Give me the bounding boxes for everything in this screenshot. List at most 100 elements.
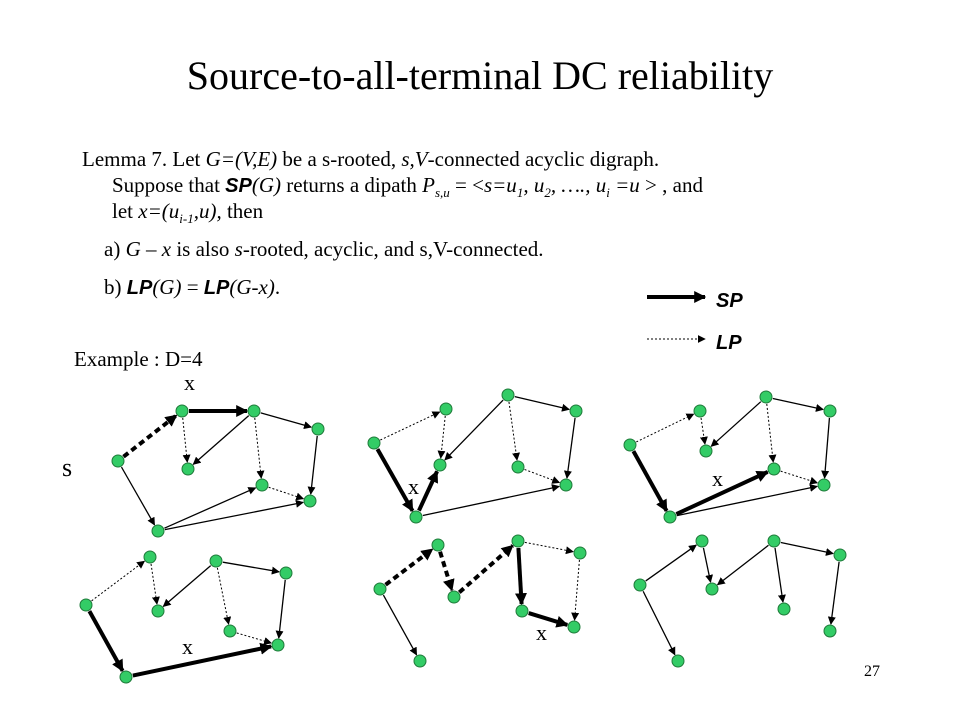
sp-function: SP — [225, 175, 252, 197]
lemma-sv: s,V — [401, 147, 428, 171]
graph-node — [671, 654, 685, 668]
graph-node — [501, 388, 515, 402]
graph-edge — [222, 561, 280, 575]
graph-edge — [260, 412, 313, 430]
graph-node — [633, 578, 647, 592]
graph-edge — [563, 417, 576, 479]
graph-edge — [766, 403, 777, 463]
graph-edge — [236, 632, 273, 645]
graph-edge — [162, 565, 212, 607]
graph-node — [151, 524, 165, 538]
graph-node — [759, 390, 773, 404]
graph-node — [279, 566, 293, 580]
item-b-prefix: b) — [104, 275, 127, 299]
example-label: Example : D=4 — [74, 347, 203, 371]
lemma-text: ,u), — [193, 199, 222, 223]
item-a-prefix: a) — [104, 237, 126, 261]
graph-node — [151, 604, 165, 618]
graph-node — [767, 462, 781, 476]
graph-edge — [422, 484, 560, 517]
graph-node — [559, 478, 573, 492]
item-b-text: . — [274, 275, 281, 299]
lemma-line-3: let x=(ui-1,u), then — [112, 198, 263, 232]
graph-node — [511, 534, 525, 548]
slide-title: Source-to-all-terminal DC reliability — [186, 53, 774, 98]
graph-edge — [524, 541, 574, 555]
graph-node — [119, 670, 133, 684]
graph-edge — [437, 415, 446, 459]
lemma-label: Lemma 7. Let — [82, 147, 206, 171]
graph-node — [823, 404, 837, 418]
graph-node — [79, 598, 93, 612]
graph-node — [705, 582, 719, 596]
page-number: 27 — [864, 663, 880, 680]
lemma-text: let — [112, 199, 139, 223]
graph-node — [181, 462, 195, 476]
graph-edge — [132, 642, 273, 678]
graph-edge — [710, 401, 762, 447]
graph-edge — [216, 567, 232, 625]
item-a-text: is also — [171, 237, 235, 261]
graph-node — [515, 604, 529, 618]
graph-edge — [438, 551, 455, 592]
graph-edge — [699, 417, 708, 445]
graph-edge — [182, 417, 191, 463]
graph-edge — [307, 435, 318, 495]
lemma-text: be a s-rooted, — [277, 147, 402, 171]
graph-node — [823, 624, 837, 638]
lemma-text: , …., u — [550, 173, 607, 197]
graph-edge — [192, 415, 250, 465]
item-b-text: (G) — [152, 275, 182, 299]
graph-node — [511, 460, 525, 474]
graph-edge — [528, 611, 569, 628]
lemma-line-1: Lemma 7. Let G=(V,E) be a s-rooted, s,V-… — [82, 146, 659, 172]
x-label: x — [184, 370, 195, 395]
graph-edge — [631, 450, 669, 512]
graph-node — [367, 436, 381, 450]
graph-node — [817, 478, 831, 492]
lp-function: LP — [203, 277, 230, 299]
graph-node — [663, 510, 677, 524]
item-a-s: s — [234, 237, 243, 261]
graph-edge — [774, 547, 786, 603]
graph-node — [569, 404, 583, 418]
graph-node — [111, 454, 125, 468]
graph-edge — [382, 594, 418, 656]
graph-node — [777, 602, 791, 616]
graph-edge — [772, 397, 824, 412]
graph-edge — [571, 559, 580, 621]
graph-node — [693, 404, 707, 418]
lemma-text: then — [221, 199, 264, 223]
graph-node — [409, 510, 423, 524]
item-b: b) LP(G) = LP(G-x). — [104, 274, 280, 301]
graph-node — [623, 438, 637, 452]
graph-edge — [642, 590, 676, 656]
graph-node — [439, 402, 453, 416]
graph-edge — [780, 541, 834, 556]
graph-edge — [268, 486, 305, 501]
lemma-sub: i — [606, 185, 610, 201]
graph-edge — [120, 466, 156, 526]
lemma-text: , u — [523, 173, 545, 197]
graph-node — [431, 538, 445, 552]
legend-lp-label: LP — [716, 332, 742, 354]
x-label: x — [182, 634, 193, 659]
lemma-sub: i-1 — [179, 211, 194, 227]
graph-edge — [675, 470, 769, 516]
s-label: s — [62, 453, 73, 482]
graph-node — [143, 550, 157, 564]
lemma-p: P — [422, 173, 435, 197]
graph-edge — [122, 413, 178, 459]
x-label: x — [712, 466, 723, 491]
graph-node — [255, 478, 269, 492]
lemma-line-2: Suppose that SP(G) returns a dipath Ps,u… — [112, 172, 703, 206]
item-a-g: G – x — [125, 237, 172, 261]
graph-edge — [150, 563, 160, 605]
graph-edge — [645, 544, 697, 582]
lemma-text: x=(u — [138, 199, 180, 223]
lemma-text: Suppose that — [112, 173, 226, 197]
graph-node — [303, 494, 317, 508]
graph-node — [433, 458, 447, 472]
graph-edge — [821, 417, 831, 479]
